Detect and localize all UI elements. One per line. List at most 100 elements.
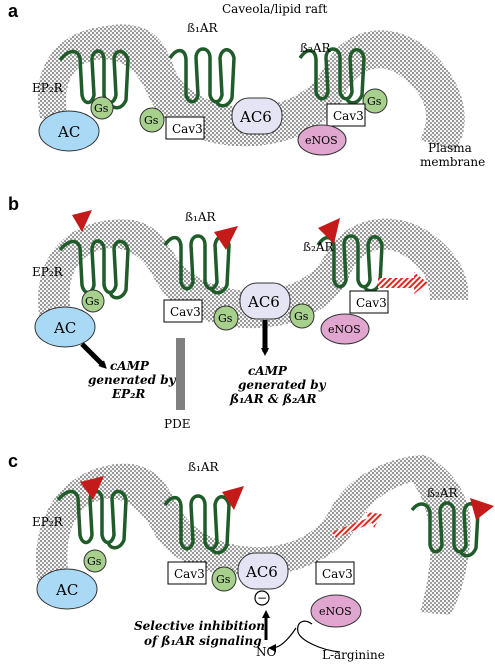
gs-circle — [81, 289, 105, 313]
gs-label: Gs — [367, 95, 382, 108]
ac-label: AC — [55, 581, 78, 599]
ac6-oval — [237, 552, 289, 590]
ac-oval — [34, 306, 96, 348]
cav3-label: Cav3 — [356, 296, 387, 310]
panel-a: a Caveola/lipid raft EP₂R AC Gs ß₁AR Gs … — [8, 1, 485, 169]
ligand-triangle-icon — [222, 486, 244, 510]
b1ar-label: ß₁AR — [187, 21, 218, 35]
enos-label: eNOS — [319, 605, 352, 618]
camp-ep2r-line2: generated by — [88, 373, 177, 387]
ep2r-label: EP₂R — [32, 515, 64, 529]
b2ar-receptor — [298, 47, 366, 105]
inhibition-line2: of ß₁AR signaling — [144, 634, 262, 648]
caveola-label: Caveola/lipid raft — [222, 2, 328, 16]
enos-label: eNOS — [305, 134, 338, 147]
migration-arrow-icon — [378, 272, 428, 294]
panel-letter-a: a — [8, 1, 19, 21]
camp-ep2r-line1: cAMP — [110, 359, 150, 373]
ac6-oval — [239, 282, 291, 320]
b1ar-label: ß₁AR — [188, 460, 219, 474]
gs-label: Gs — [144, 114, 159, 127]
gs-circle — [83, 549, 107, 573]
l-arginine-label: L-arginine — [322, 648, 385, 662]
cav3-label: Cav3 — [170, 305, 201, 319]
gs-circle — [213, 305, 239, 331]
ep2r-label: EP₂R — [32, 81, 64, 95]
ac6-label: AC6 — [245, 563, 278, 581]
plasma-membrane — [38, 218, 469, 329]
plasma-membrane — [35, 455, 425, 585]
ac-oval — [38, 110, 100, 152]
ac-label: AC — [57, 123, 80, 141]
enos-oval — [310, 594, 362, 628]
inhibition-line1: Selective inhibition — [134, 619, 265, 633]
ligand-triangle-icon — [72, 210, 92, 232]
gs-circle — [362, 88, 388, 114]
gs-circle — [139, 107, 165, 133]
b1ar-receptor — [163, 494, 231, 555]
cav3-box — [163, 299, 203, 323]
panel-letter-c: c — [8, 451, 18, 471]
ep2r-receptor — [58, 239, 130, 300]
cav3-label: Cav3 — [174, 567, 205, 581]
ep2r-label: EP₂R — [32, 265, 64, 279]
plasma-membrane — [37, 24, 465, 150]
l-arginine-curve — [297, 620, 341, 653]
cav3-label: Cav3 — [172, 122, 203, 136]
membrane-label: membrane — [420, 155, 485, 169]
camp-bar-line2: generated by — [238, 378, 327, 392]
panel-c: c EP₂R AC Gs ß₁AR Cav3 Gs AC6 − Cav3 eNO… — [8, 451, 494, 662]
gs-label: Gs — [218, 312, 233, 325]
ac-label: AC — [53, 319, 76, 337]
b1ar-receptor — [163, 234, 231, 295]
gs-label: Gs — [85, 295, 100, 308]
cav3-box — [165, 116, 205, 140]
ac-oval — [36, 568, 98, 610]
plasma-label: Plasma — [428, 141, 472, 155]
enos-label: eNOS — [328, 323, 361, 336]
cav3-box — [326, 103, 366, 127]
b1ar-label: ß₁AR — [185, 210, 216, 224]
minus-label: − — [257, 591, 267, 605]
b2ar-receptor — [316, 234, 384, 293]
b2ar-label: ß₂AR — [427, 486, 458, 500]
panel-b: b EP₂R AC Gs cAMP generated by EP₂R ß₁AR… — [8, 194, 469, 431]
ac6-label: AC6 — [247, 293, 280, 311]
gs-label: Gs — [94, 102, 109, 115]
pde-label: PDE — [164, 417, 190, 431]
b1ar-receptor — [168, 47, 236, 108]
ligand-triangle-icon — [470, 498, 494, 520]
ep2r-receptor — [56, 489, 128, 550]
cav3-box — [167, 561, 207, 585]
cav3-label: Cav3 — [333, 109, 364, 123]
inhibition-minus-icon — [254, 590, 270, 606]
b2ar-label: ß₂AR — [303, 240, 334, 254]
pde-bar — [176, 338, 185, 410]
ac6-label: AC6 — [239, 108, 272, 126]
enos-oval — [297, 124, 347, 156]
panel-letter-b: b — [8, 194, 19, 214]
ligand-triangle-icon — [318, 218, 340, 244]
b2ar-label: ß₂AR — [300, 41, 331, 55]
camp-arrow-icon — [80, 342, 107, 369]
cav3-box — [349, 290, 389, 314]
camp-bar-line1: cAMP — [248, 364, 288, 378]
no-synthesis-arrow-icon — [268, 627, 297, 652]
ep2r-receptor — [58, 49, 130, 110]
enos-oval — [320, 313, 370, 345]
ligand-triangle-icon — [214, 226, 238, 250]
cav3-label: Cav3 — [322, 567, 353, 581]
ligand-triangle-icon — [80, 476, 104, 500]
gs-circle — [289, 303, 315, 329]
no-label: NO — [256, 645, 277, 659]
gs-label: Gs — [87, 555, 102, 568]
camp-bar-line3: ß₁AR & ß₂AR — [229, 392, 317, 406]
gs-circle — [90, 96, 114, 120]
cav3-box — [315, 561, 355, 585]
camp-ep2r-line3: EP₂R — [111, 387, 145, 401]
migration-arrow-icon — [332, 512, 382, 538]
gs-circle — [211, 566, 237, 592]
gs-label: Gs — [294, 310, 309, 323]
gs-label: Gs — [216, 573, 231, 586]
